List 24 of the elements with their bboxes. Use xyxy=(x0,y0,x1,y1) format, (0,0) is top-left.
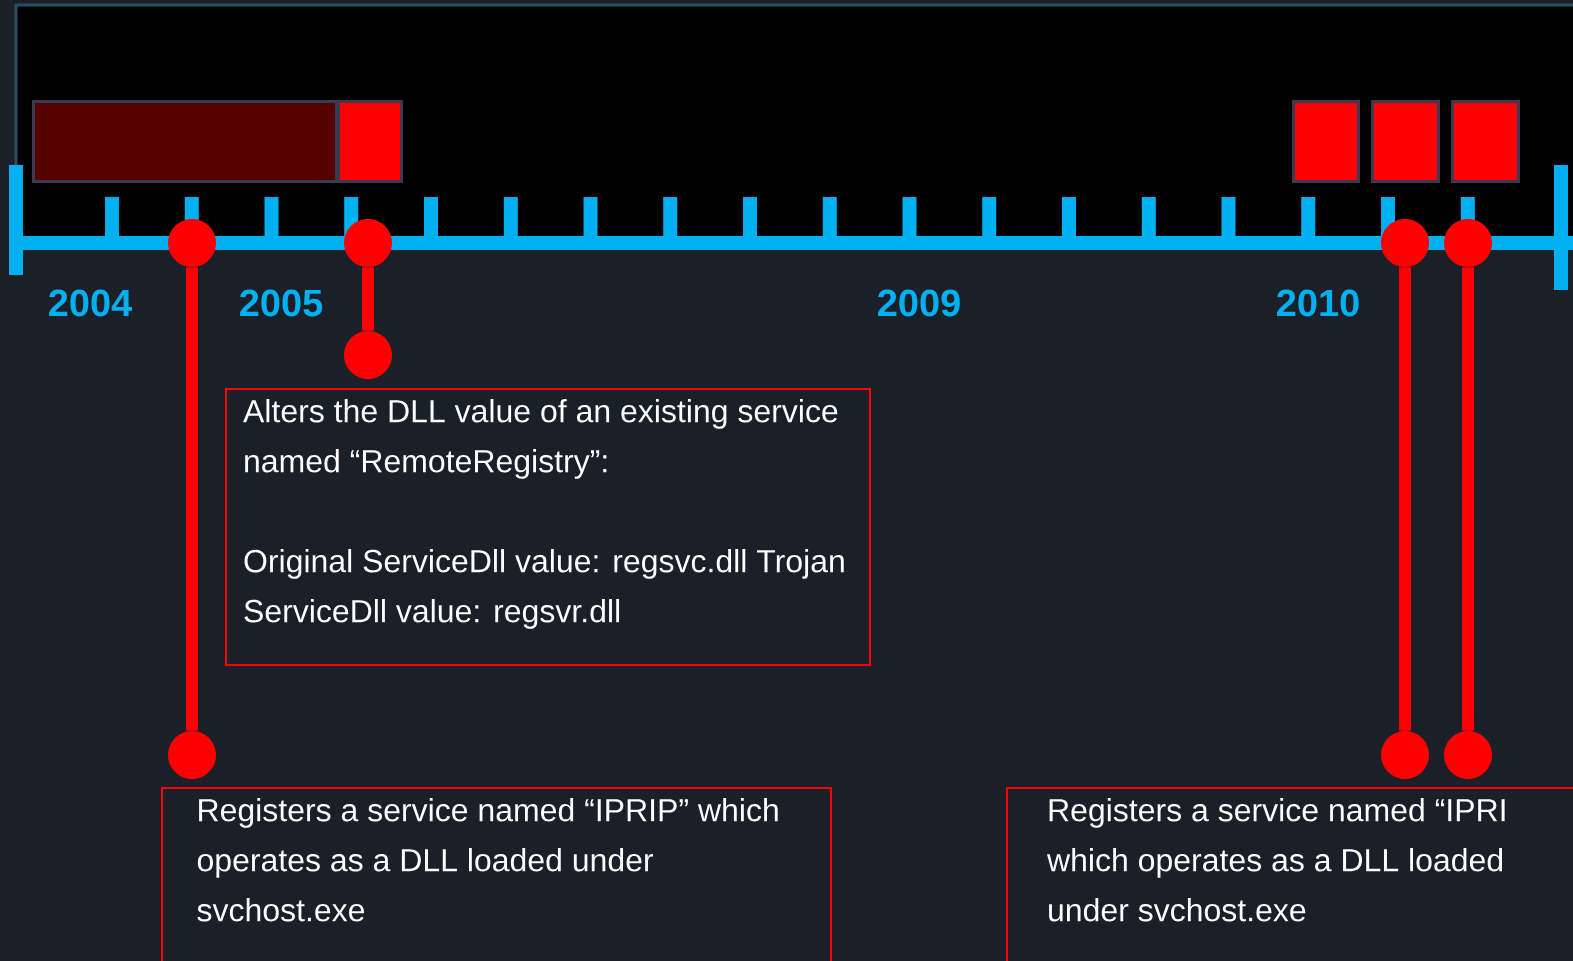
pin-dot xyxy=(1381,219,1429,267)
year-label: 2004 xyxy=(49,289,133,317)
pin-line xyxy=(1399,267,1411,731)
pin-line xyxy=(362,267,374,331)
event-square xyxy=(1451,100,1520,183)
period-bar xyxy=(32,100,338,183)
text-box: Registers a service named “IPRIP” which operates as a DLL loaded under svchost.exe xyxy=(161,787,832,961)
pin-dot xyxy=(1381,731,1429,779)
year-label: 2009 xyxy=(878,289,960,317)
event-square xyxy=(1371,100,1440,183)
text-box: Registers a service named “IPRI which operates as a DLL loaded under svchost.exe xyxy=(1006,787,1573,961)
pin-dot xyxy=(1444,731,1492,779)
pin-dot xyxy=(344,219,392,267)
pin-dot xyxy=(168,219,216,267)
event-square xyxy=(337,100,403,183)
year-label: 2010 xyxy=(1277,289,1359,317)
text-box: Alters the DLL value of an existing service named “RemoteRegistry”: Original ServiceDll value: regsvc.dll Trojan ServiceDll value: regsvr.dll xyxy=(225,388,871,666)
pin-dot xyxy=(1444,219,1492,267)
pin-line xyxy=(1462,267,1474,731)
pin-dot xyxy=(168,731,216,779)
pin-line xyxy=(186,267,198,731)
pin-dot xyxy=(344,331,392,379)
year-label: 2005 xyxy=(240,289,323,317)
event-square xyxy=(1292,100,1360,183)
